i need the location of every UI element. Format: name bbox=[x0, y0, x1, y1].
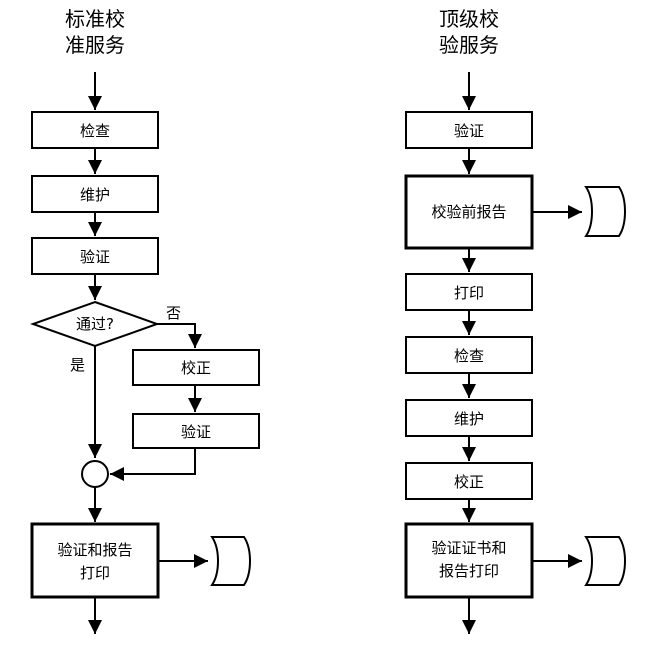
left-label-no: 否 bbox=[166, 304, 181, 322]
left-label-reverify: 验证 bbox=[181, 423, 211, 441]
right-label-print: 打印 bbox=[454, 284, 484, 302]
right-box-final bbox=[404, 522, 534, 599]
left-arrow-reverify-merge bbox=[110, 448, 196, 481]
right-label-maintain: 维护 bbox=[454, 410, 484, 428]
left-label-inspect: 检查 bbox=[80, 122, 110, 140]
left-merge-circle bbox=[81, 460, 109, 488]
left-title-line1: 标准校 bbox=[65, 7, 125, 31]
left-arrow-no-branch bbox=[157, 323, 202, 348]
right-label-calibrate: 校正 bbox=[454, 473, 484, 491]
right-label-inspect: 检查 bbox=[454, 347, 484, 365]
left-box-verify bbox=[31, 237, 159, 275]
left-label-decision: 通过? bbox=[76, 315, 114, 333]
right-document-icon-final bbox=[584, 536, 626, 586]
left-document-icon bbox=[210, 536, 251, 586]
right-box-print bbox=[405, 273, 533, 311]
right-box-maintain bbox=[405, 399, 533, 437]
left-title-line2: 准服务 bbox=[65, 33, 125, 57]
right-box-prereport bbox=[404, 174, 534, 250]
right-box-verify bbox=[405, 111, 533, 149]
left-label-yes: 是 bbox=[70, 356, 85, 374]
right-label-verify: 验证 bbox=[454, 122, 484, 140]
right-document-icon-prereport bbox=[584, 186, 626, 237]
right-box-calibrate bbox=[405, 462, 533, 500]
right-title-line1: 顶级校 bbox=[439, 7, 499, 31]
left-label-calibrate: 校正 bbox=[181, 359, 211, 377]
left-label-final-2: 打印 bbox=[80, 564, 110, 582]
left-label-final-1: 验证和报告 bbox=[57, 541, 132, 559]
left-box-maintain bbox=[31, 175, 159, 213]
right-label-final-1: 验证证书和 bbox=[431, 539, 506, 557]
left-label-verify: 验证 bbox=[80, 248, 110, 266]
right-label-prereport: 校验前报告 bbox=[431, 203, 506, 221]
right-title-line2: 验服务 bbox=[439, 33, 499, 57]
right-label-final-2: 报告打印 bbox=[439, 562, 499, 580]
left-box-final bbox=[30, 522, 160, 599]
left-label-maintain: 维护 bbox=[80, 186, 110, 204]
